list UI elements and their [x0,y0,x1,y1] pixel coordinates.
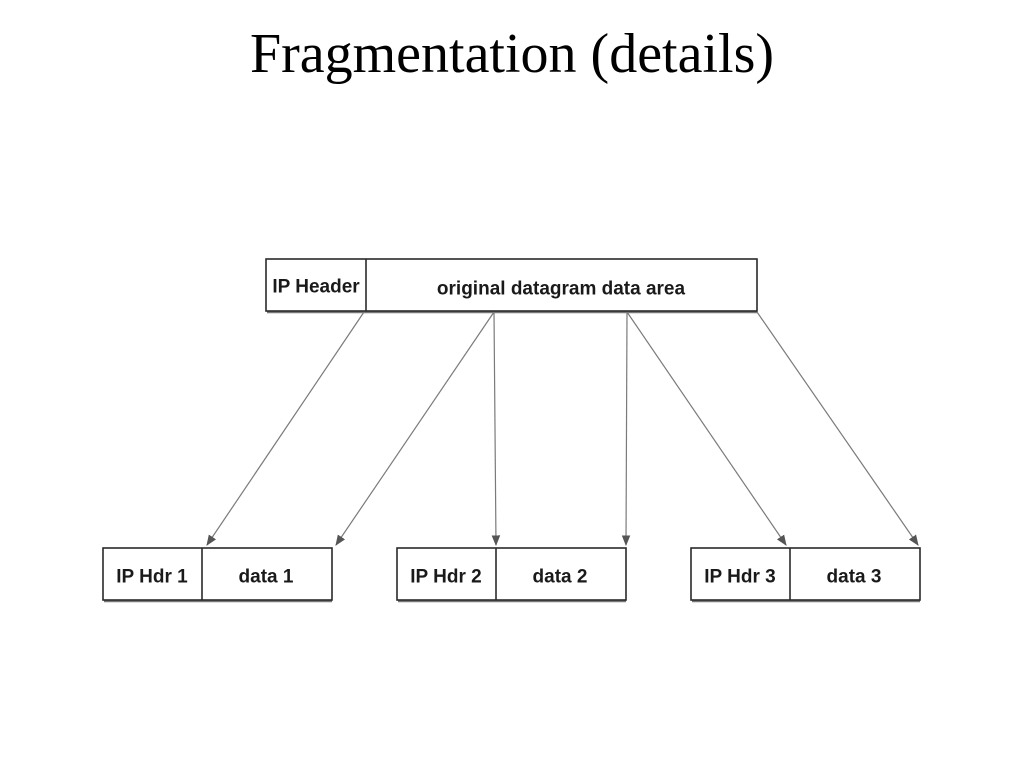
arrow-data-to-fragment-2-start [491,311,501,547]
arrow-data-to-fragment-3-start [626,311,787,546]
fragment-1-header-label: IP Hdr 1 [116,567,188,588]
original-data-label: original datagram data area [437,279,686,300]
fragment-2-box [396,547,627,601]
original-datagram-box [265,258,758,312]
arrow-data-to-fragment-2-end [621,311,631,547]
fragment-3: IP Hdr 3 data 3 [690,547,921,603]
page-title: Fragmentation (details) [249,23,775,85]
fragment-arrows [206,311,919,547]
original-datagram: IP Header original datagram data area [265,258,758,314]
fragment-2: IP Hdr 2 data 2 [396,547,627,603]
fragment-1-data-label: data 1 [239,567,294,588]
fragment-2-header-label: IP Hdr 2 [410,567,481,588]
fragment-3-data-label: data 3 [827,567,882,588]
arrow-header-to-fragment-1 [206,311,365,546]
fragment-3-header-label: IP Hdr 3 [704,567,775,588]
fragment-3-box [690,547,921,601]
original-header-label: IP Header [272,277,360,298]
fragment-2-data-label: data 2 [533,567,588,588]
fragment-1-box [102,547,333,601]
fragment-1: IP Hdr 1 data 1 [102,547,333,603]
arrow-data-to-fragment-3-end [756,311,919,546]
arrow-data-to-fragment-1-end [335,311,495,546]
